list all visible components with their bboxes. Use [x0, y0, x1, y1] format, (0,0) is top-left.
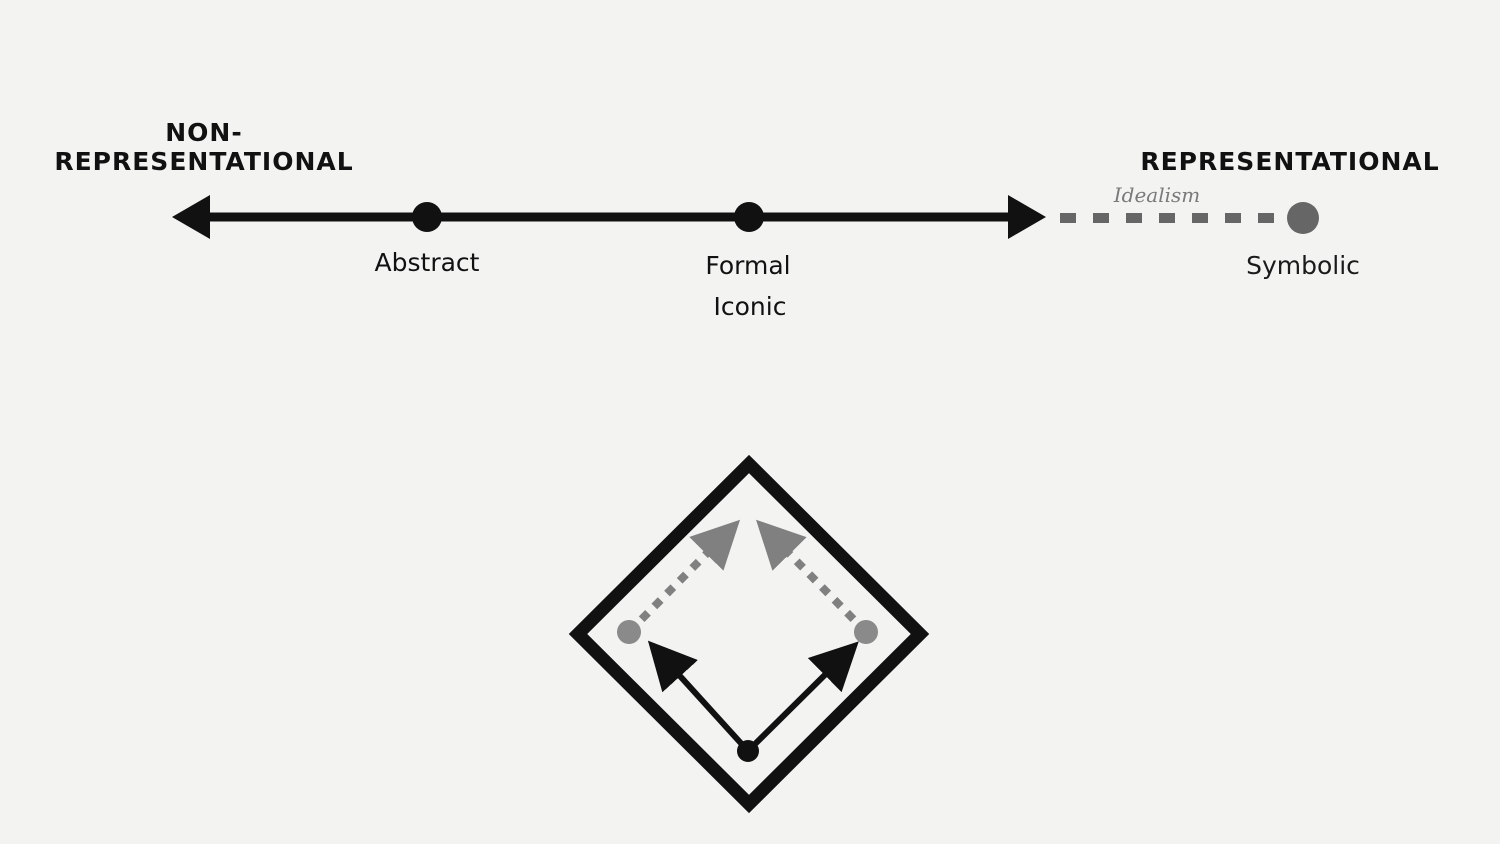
gray-dotted-arrow-left	[626, 519, 741, 635]
axis-right-arrowhead	[1008, 195, 1046, 239]
gray-left-dot	[617, 620, 641, 644]
idealism-label: Idealism	[1113, 183, 1200, 207]
formal-label: Formal	[705, 251, 790, 280]
symbolic-label: Symbolic	[1246, 251, 1360, 280]
iconic-label: Iconic	[714, 292, 787, 321]
axis-left-arrowhead	[172, 195, 210, 239]
bottom-origin-dot	[737, 740, 759, 762]
diamond-diagram-icon	[568, 454, 930, 814]
symbolic-point	[1287, 202, 1319, 234]
gray-dotted-arrow-right	[756, 519, 869, 635]
abstract-label: Abstract	[375, 248, 480, 277]
diamond-frame	[568, 454, 930, 814]
black-arrow-right	[745, 641, 859, 754]
representational-heading: REPRESENTATIONAL	[1140, 147, 1439, 176]
non-representational-heading-line2: REPRESENTATIONAL	[54, 147, 353, 176]
formal-iconic-point	[734, 202, 764, 232]
gray-right-dot	[854, 620, 878, 644]
abstract-point	[412, 202, 442, 232]
black-arrow-left	[647, 640, 751, 754]
non-representational-heading-line1: NON-	[165, 118, 242, 147]
